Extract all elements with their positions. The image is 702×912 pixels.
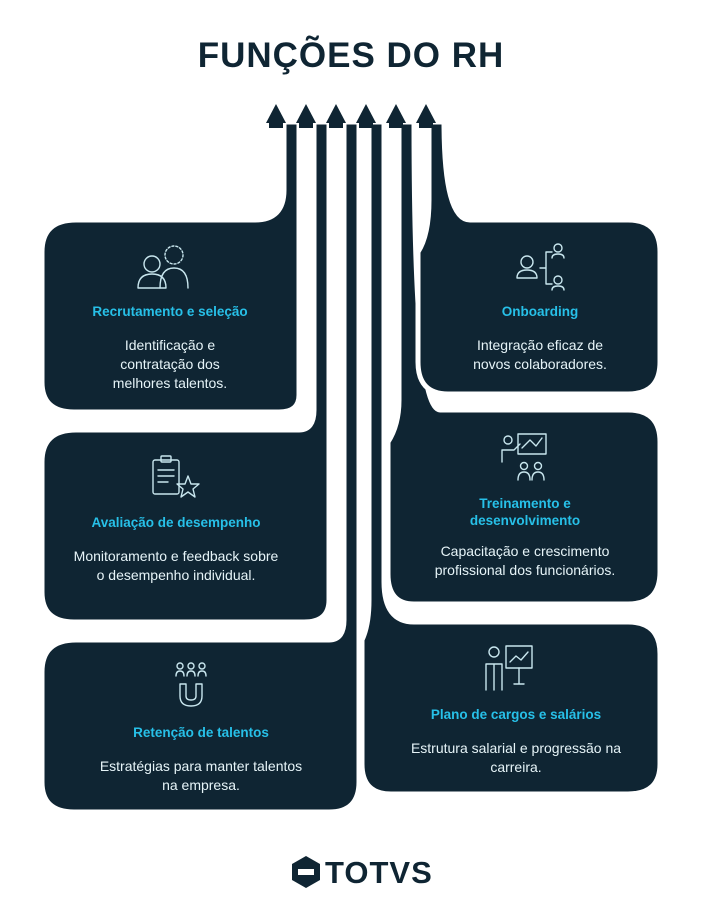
card-description: Capacitação e crescimento profissional d…	[434, 543, 616, 578]
totvs-logo-text: TOTVS	[325, 855, 433, 890]
career-chart-icon	[485, 645, 533, 691]
arrow-heads	[266, 104, 436, 123]
arrow-head-4	[356, 104, 376, 123]
recruitment-people-icon	[137, 245, 189, 289]
page-title: FUNÇÕES DO RH	[197, 36, 505, 75]
arrow-head-3	[326, 104, 346, 123]
card-title: Retenção de talentos	[133, 725, 269, 740]
card-description: Monitoramento e feedback sobre o desempe…	[73, 548, 279, 583]
card-salary-body	[359, 119, 663, 797]
card-retention-shape	[39, 119, 362, 815]
card-title: Plano de cargos e salários	[430, 707, 602, 722]
card-performance: Avaliação de desempenho Monitoramento e …	[50, 514, 302, 585]
training-presentation-icon	[501, 433, 547, 481]
card-title: Treinamento e desenvolvimento	[469, 496, 581, 528]
card-onboarding-shape	[415, 119, 663, 397]
card-title: Onboarding	[501, 304, 579, 319]
card-performance-shape	[39, 119, 332, 625]
card-description: Estrutura salarial e progressão na carre…	[410, 740, 622, 775]
card-description: Identificação e contratação dos melhores…	[112, 337, 228, 391]
arrow-head-6	[416, 104, 436, 123]
card-recruitment-shape	[39, 119, 302, 415]
card-onboarding: Onboarding Integração eficaz de novos co…	[428, 303, 652, 374]
clipboard-star-icon	[152, 455, 200, 498]
card-salary: Plano de cargos e salários Estrutura sal…	[380, 706, 652, 777]
totvs-logo-icon	[292, 856, 320, 888]
arrow-head-5	[386, 104, 406, 123]
card-retention: Retenção de talentos Estratégias para ma…	[50, 724, 352, 795]
card-title: Avaliação de desempenho	[91, 515, 261, 530]
card-description: Estratégias para manter talentos na empr…	[99, 758, 303, 793]
card-recruitment: Recrutamento e seleção Identificação e c…	[50, 303, 290, 393]
card-description: Integração eficaz de novos colaboradores…	[473, 337, 607, 372]
onboarding-org-icon	[516, 243, 565, 291]
arrow-head-2	[296, 104, 316, 123]
magnet-people-icon	[175, 662, 207, 707]
card-training: Treinamento e desenvolvimento Capacitaçã…	[410, 495, 640, 580]
card-title: Recrutamento e seleção	[92, 304, 248, 319]
arrow-head-1	[266, 104, 286, 123]
